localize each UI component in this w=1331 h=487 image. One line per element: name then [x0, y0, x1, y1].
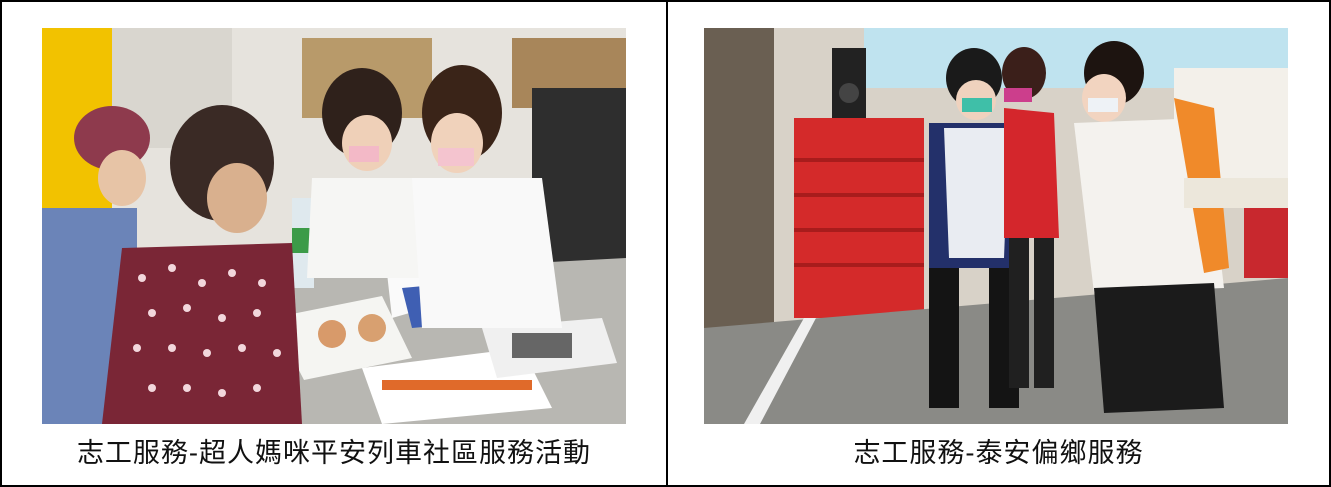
table-cell-right: 志工服務-泰安偏鄉服務: [666, 2, 1329, 485]
photo-cpr-training-illustration: [704, 28, 1288, 424]
photo-eye-exam: [42, 28, 626, 424]
photo-caption: 志工服務-超人媽咪平安列車社區服務活動: [76, 438, 592, 469]
photo-eye-exam-illustration: [42, 28, 626, 424]
table-cell-left: 志工服務-超人媽咪平安列車社區服務活動: [2, 2, 666, 485]
photo-cpr-training: [704, 28, 1288, 424]
photo-caption: 志工服務-泰安偏鄉服務: [853, 438, 1144, 469]
